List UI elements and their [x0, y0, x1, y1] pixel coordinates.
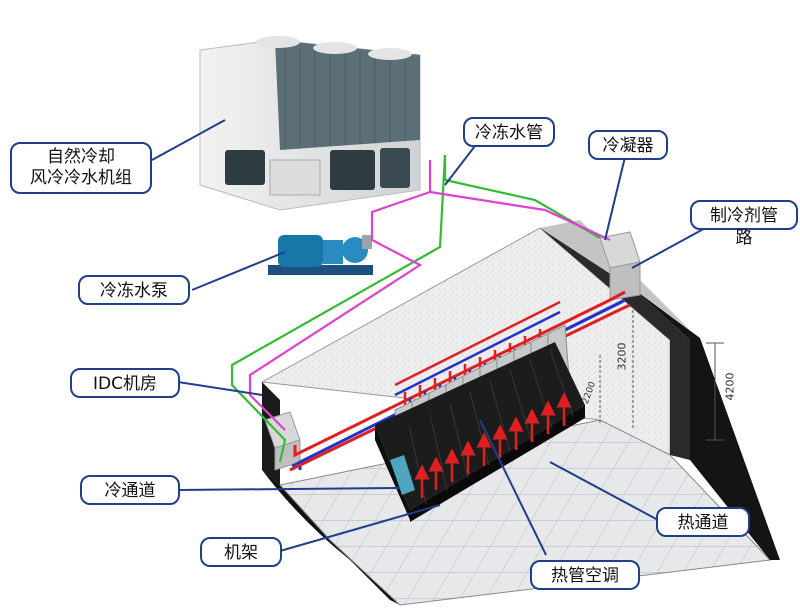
- dimension-4200: 4200: [723, 372, 737, 401]
- chilled-water-pipe-upper: [443, 155, 601, 239]
- label-heat-pipe-ac: 热管空调: [530, 560, 640, 590]
- chilled-water-pipe: [230, 154, 447, 463]
- label-refrigerant-pipe: 制冷剂管路: [690, 200, 798, 248]
- label-rack: 机架: [200, 537, 282, 567]
- label-condenser: 冷凝器: [588, 130, 668, 160]
- pump-loop-pipe-upper: [429, 190, 611, 241]
- label-chiller: 自然冷却 风冷冷水机组: [10, 142, 152, 194]
- label-hot-aisle: 热通道: [656, 507, 750, 537]
- dimension-3200: 3200: [615, 342, 629, 371]
- condenser-unit-right: [599, 231, 641, 301]
- label-cold-aisle: 冷通道: [80, 475, 180, 505]
- pump-loop-pipe: [248, 160, 432, 431]
- label-idc-room: IDC机房: [70, 368, 180, 398]
- air-cooled-chiller: [199, 36, 421, 211]
- dimension-lines: [599, 310, 724, 441]
- label-pump: 冷冻水泵: [78, 275, 190, 305]
- callout-leaders: [151, 119, 721, 556]
- label-chilled-water-pipe: 冷冻水管: [463, 117, 555, 147]
- chilled-water-pump: [268, 235, 373, 275]
- hot-airflow-arrows: [414, 392, 572, 498]
